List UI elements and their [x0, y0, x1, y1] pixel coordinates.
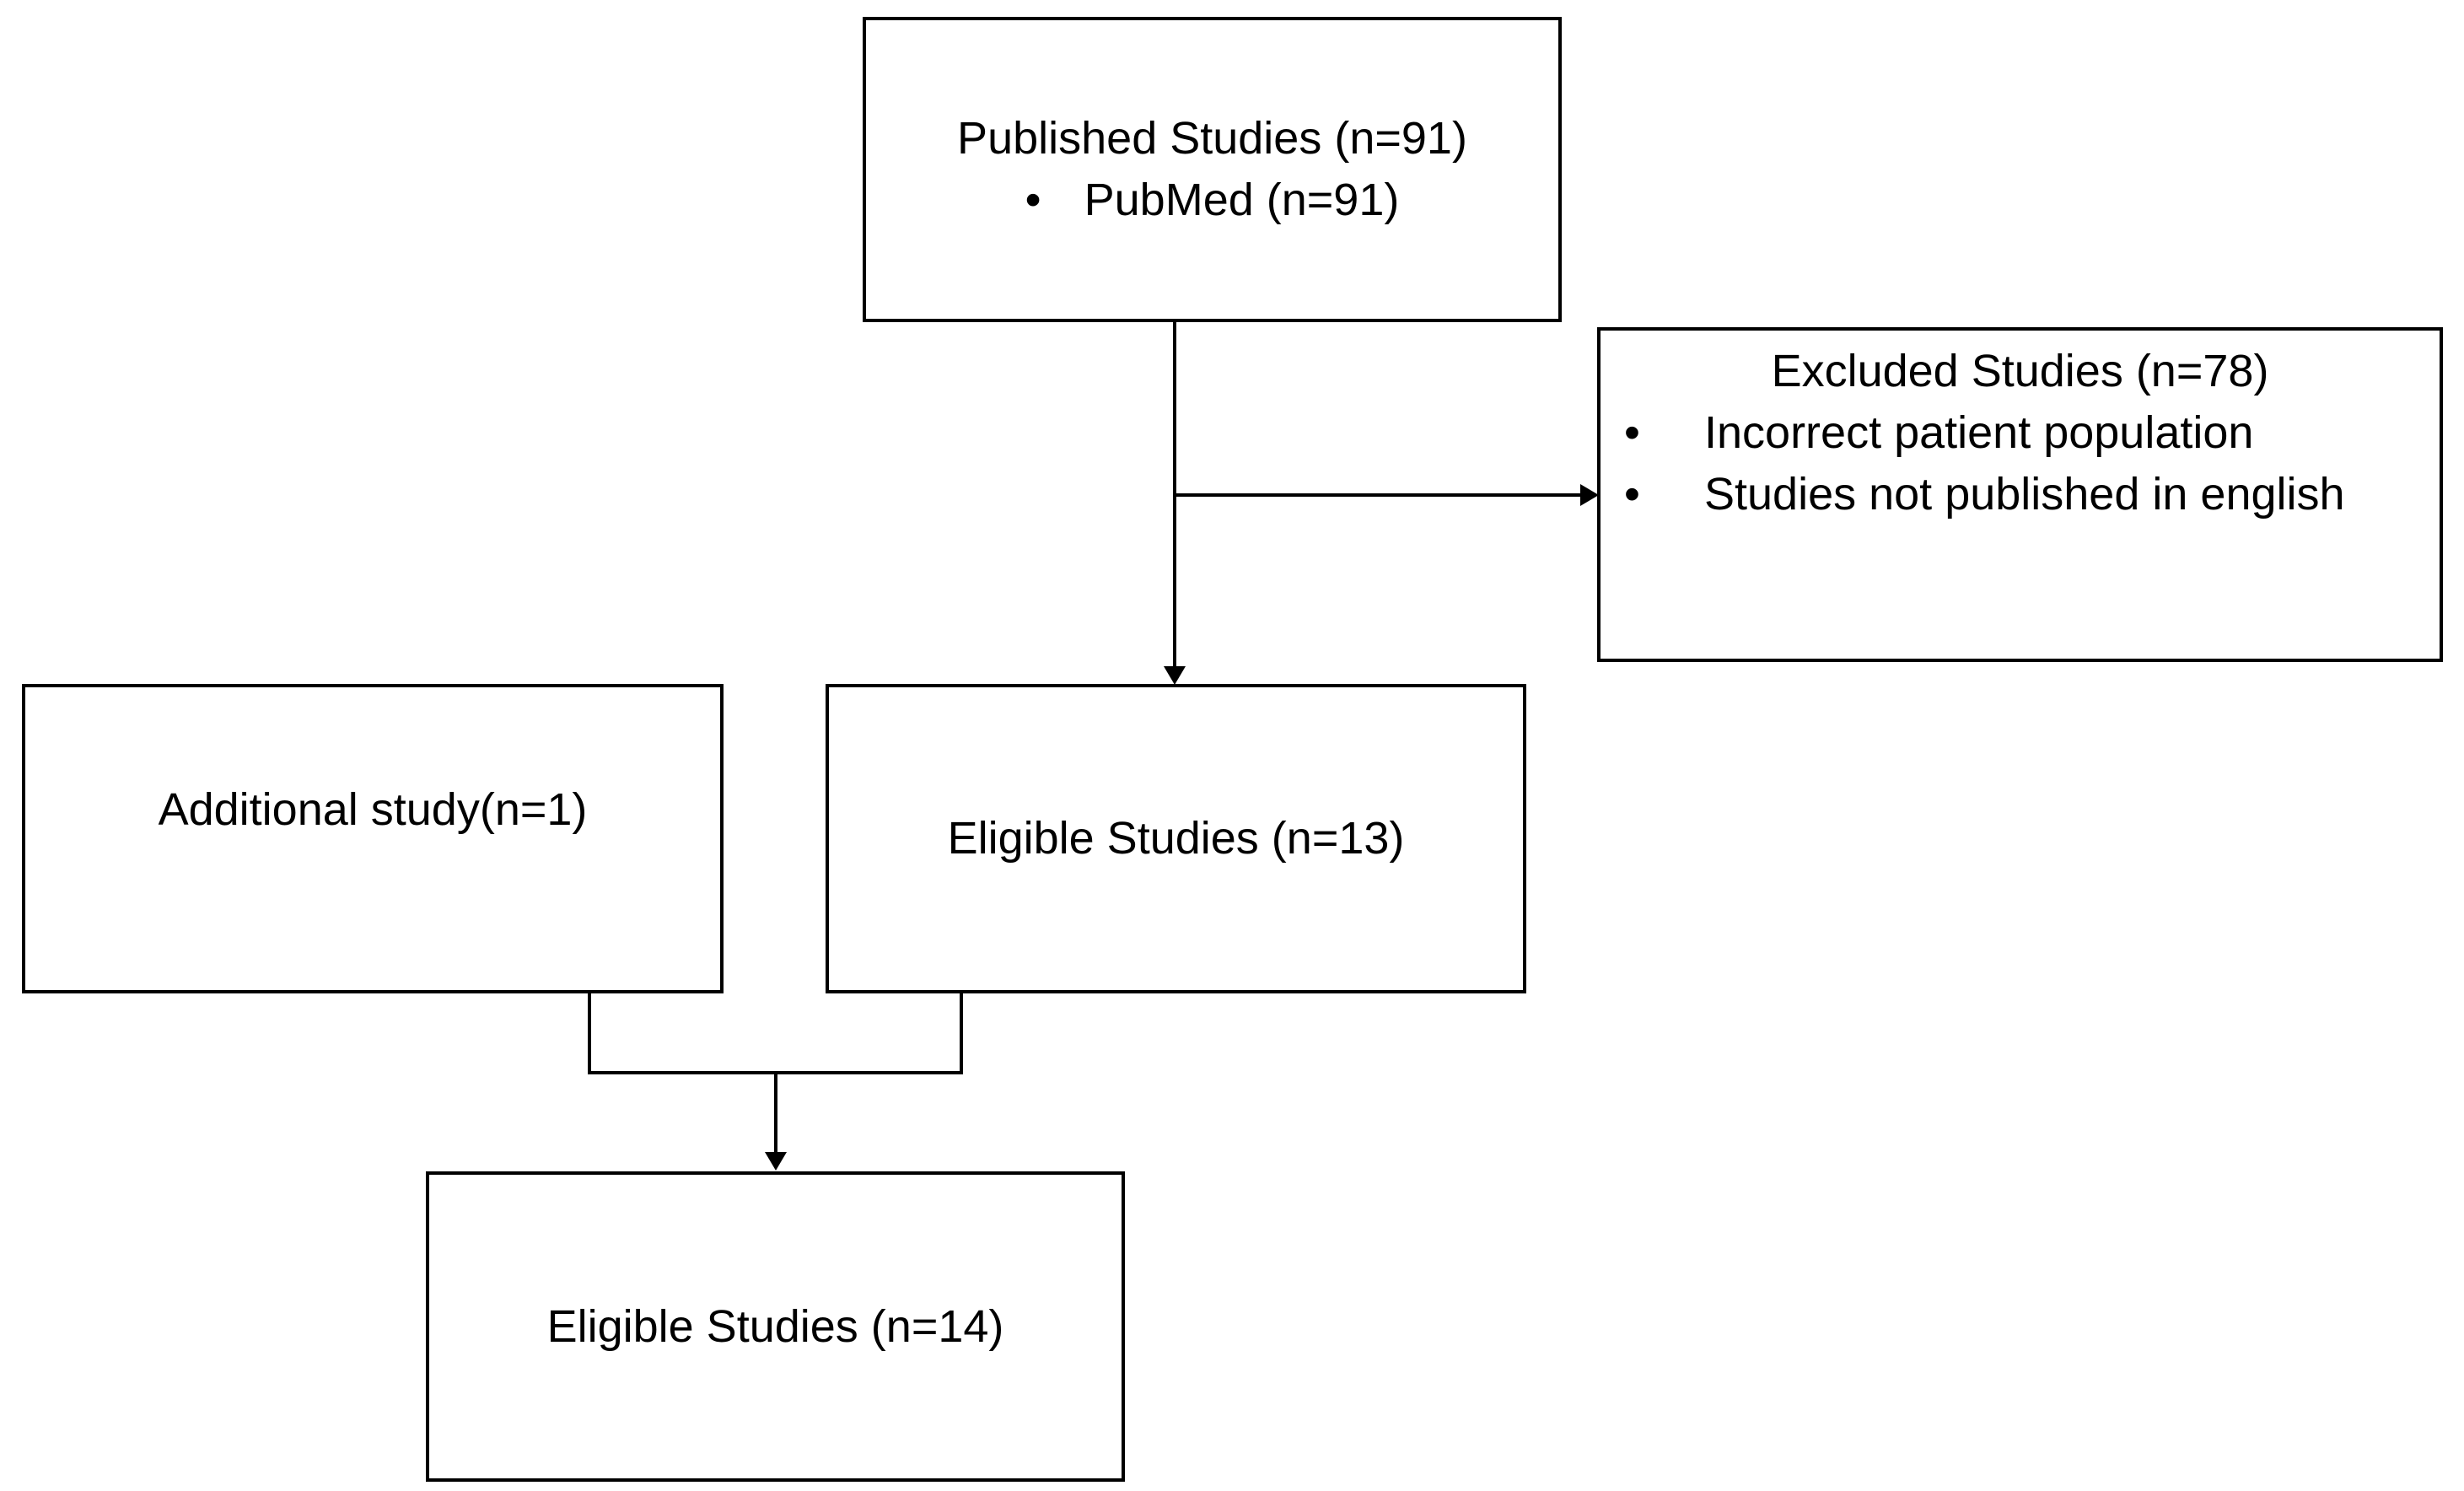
arrowhead-into-eligible14: [765, 1152, 787, 1171]
excluded-studies-bullet-item: • Incorrect patient population: [1601, 402, 2440, 464]
box-additional-study: Additional study(n=1): [22, 684, 724, 993]
additional-study-title: Additional study(n=1): [158, 784, 588, 835]
box-excluded-studies: Excluded Studies (n=78) • Incorrect pati…: [1597, 327, 2443, 662]
eligible-studies-14-title: Eligible Studies (n=14): [546, 1300, 1004, 1352]
excluded-studies-bullet-text: Incorrect patient population: [1704, 407, 2254, 458]
excluded-studies-bullet-item: • Studies not published in english: [1601, 464, 2440, 525]
excluded-studies-title: Excluded Studies (n=78): [1771, 346, 2269, 396]
arrowhead-into-excluded: [1580, 484, 1599, 506]
published-studies-bullet-item: • PubMed (n=91): [1025, 170, 1400, 231]
box-published-studies: Published Studies (n=91) • PubMed (n=91): [863, 17, 1562, 322]
box-eligible-studies-13: Eligible Studies (n=13): [826, 684, 1526, 993]
published-studies-bullet-text: PubMed (n=91): [1084, 175, 1400, 225]
bullet-icon: •: [1624, 469, 1640, 519]
bullet-icon: •: [1624, 407, 1640, 458]
published-studies-title: Published Studies (n=91): [957, 113, 1467, 164]
bullet-icon: •: [1025, 175, 1041, 225]
eligible-studies-13-title: Eligible Studies (n=13): [947, 813, 1405, 864]
excluded-studies-bullet-text: Studies not published in english: [1704, 469, 2345, 519]
box-eligible-studies-14: Eligible Studies (n=14): [426, 1171, 1125, 1482]
arrowhead-into-eligible13: [1164, 666, 1186, 685]
